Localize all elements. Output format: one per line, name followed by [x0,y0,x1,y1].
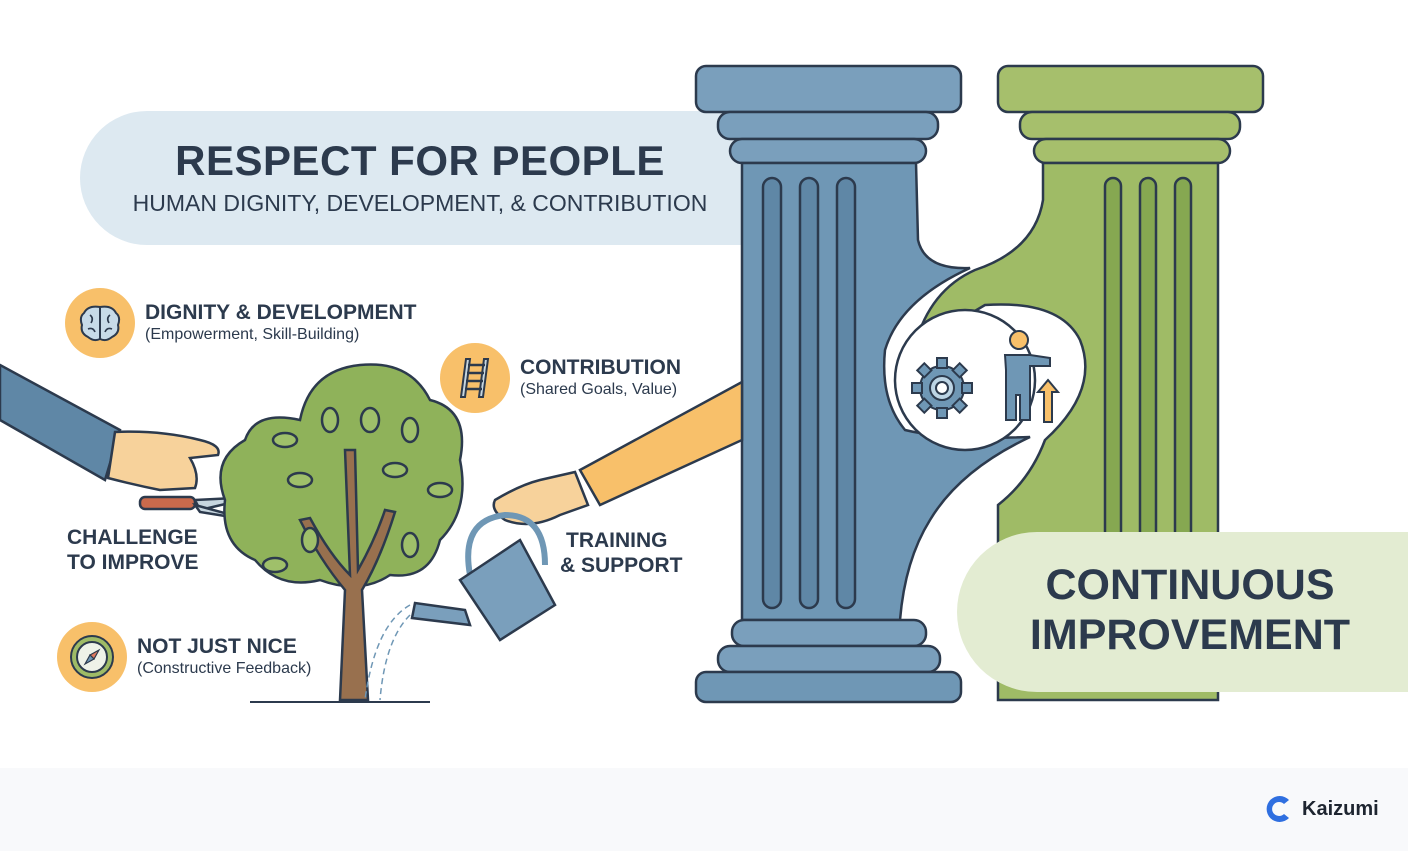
feature-subtitle: (Shared Goals, Value) [520,381,678,398]
feature-title: NOT JUST NICE [137,635,297,658]
continuous-improvement-banner [957,532,1408,692]
label-line: CHALLENGE [67,526,198,549]
challenge-to-improve-label: CHALLENGE TO IMPROVE [67,525,198,575]
respect-for-people-banner [80,111,760,245]
compass-icon [57,622,127,692]
hand-with-shears-icon [0,363,256,522]
feature-dignity-development: DIGNITY & DEVELOPMENT (Empowerment, Skil… [65,288,416,358]
infographic-canvas: RESPECT FOR PEOPLE HUMAN DIGNITY, DEVELO… [0,64,1408,704]
title-line: IMPROVEMENT [1029,611,1351,659]
training-support-label: TRAINING & SUPPORT [560,528,683,578]
continuous-improvement-title: CONTINUOUS IMPROVEMENT [990,560,1390,660]
label-line: TRAINING [566,529,668,552]
brand-logo[interactable]: Kaizumi [1262,792,1379,826]
person-improving-icon [1003,330,1061,423]
page-title: RESPECT FOR PEOPLE [175,137,665,184]
hand-with-watering-can-icon [410,379,744,642]
feature-title: CONTRIBUTION [520,356,681,379]
brand-name: Kaizumi [1302,797,1379,820]
feature-subtitle: (Empowerment, Skill-Building) [145,326,360,343]
blue-pillar-icon [694,64,1031,704]
feature-not-just-nice: NOT JUST NICE (Constructive Feedback) [57,622,311,692]
feature-subtitle: (Constructive Feedback) [137,660,312,677]
label-line: TO IMPROVE [67,551,199,574]
feature-title: DIGNITY & DEVELOPMENT [145,301,417,324]
feature-contribution: CONTRIBUTION (Shared Goals, Value) [440,343,681,413]
title-line: CONTINUOUS [1045,561,1335,609]
kaizumi-logo-icon [1266,796,1289,822]
center-circle [893,308,1037,452]
tree-icon [219,363,464,703]
ladder-icon [440,343,510,413]
label-line: & SUPPORT [560,554,683,577]
brain-icon [65,288,135,358]
page-subtitle: HUMAN DIGNITY, DEVELOPMENT, & CONTRIBUTI… [132,190,708,216]
gear-icon [911,357,973,419]
footer-bar [0,768,1408,851]
